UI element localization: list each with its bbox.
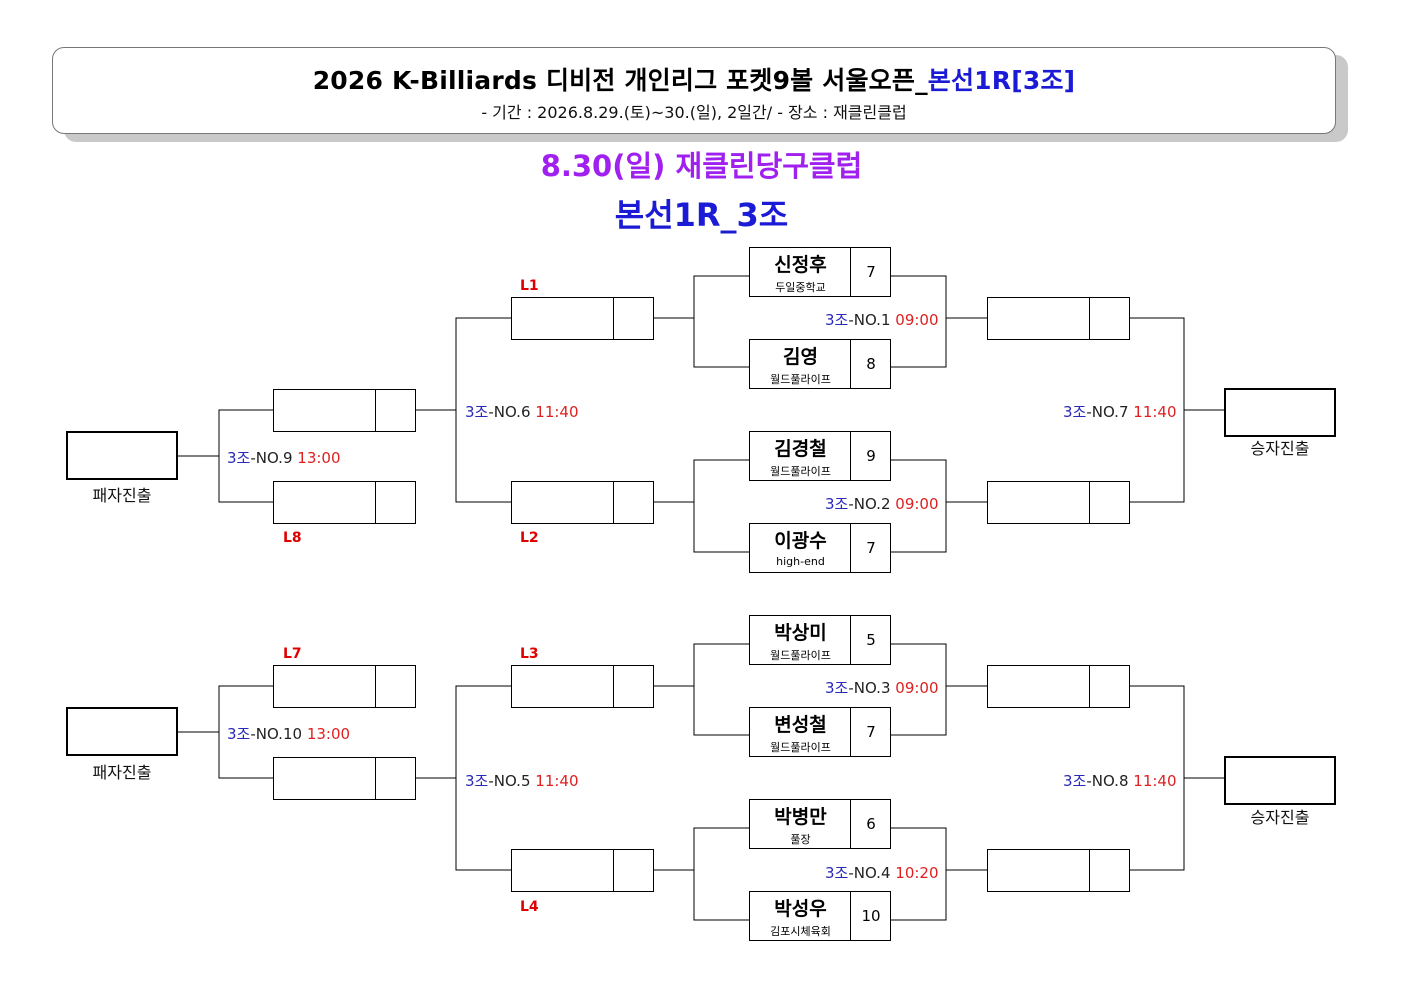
player-box: 박상미 월드풀라이프 5: [749, 615, 891, 665]
winner-slot: [987, 849, 1130, 892]
winner-advance-box: [1224, 388, 1336, 437]
player-club: 월드풀라이프: [770, 373, 831, 386]
date-venue: 8.30(일) 재클린당구클럽: [540, 149, 863, 183]
player-club: 풀장: [790, 833, 811, 846]
connector-match-2: [891, 459, 947, 553]
loser-label-l8: L8: [283, 530, 302, 546]
title-main: 2026 K-Billiards 디비전 개인리그 포켓9볼 서울오픈_: [312, 66, 928, 95]
player-box: 박병만 풀장 6: [749, 799, 891, 849]
player-club: 두일중학교: [775, 281, 826, 294]
connector-loser-4: [693, 827, 750, 921]
connector-loser-2: [693, 459, 750, 553]
match-label-4: 3조-NO.4 10:20: [825, 864, 939, 882]
loser-advance-label: 패자진출: [92, 486, 152, 505]
match-label-2: 3조-NO.2 09:00: [825, 495, 939, 513]
player-name: 박병만: [774, 806, 827, 828]
loser-advance-box: [66, 431, 178, 480]
loser-slot: [511, 665, 654, 708]
match-label-8: 3조-NO.8 11:40: [1063, 772, 1177, 790]
player-club: high-end: [776, 555, 825, 568]
loser-slot: [511, 297, 654, 340]
winner-advance-label: 승자진출: [1250, 439, 1310, 458]
player-box: 김경철 월드풀라이프 9: [749, 431, 891, 481]
header-subtitle: - 기간 : 2026.8.29.(토)~30.(일), 2일간/ - 장소 :…: [481, 103, 907, 122]
player-name: 김영: [783, 346, 818, 368]
player-score: 8: [866, 355, 876, 373]
match-label-9: 3조-NO.9 13:00: [227, 449, 341, 467]
player-box: 이광수 high-end 7: [749, 523, 891, 573]
winner-slot: [987, 481, 1130, 524]
loser-advance-label: 패자진출: [92, 763, 152, 782]
loser-label-l2: L2: [520, 530, 539, 546]
loser-slot: [273, 481, 416, 524]
player-name: 변성철: [774, 714, 827, 736]
loser-slot: [273, 665, 416, 708]
player-name: 박성우: [774, 898, 827, 920]
winner-advance-label: 승자진출: [1250, 808, 1310, 827]
player-box: 김영 월드풀라이프 8: [749, 339, 891, 389]
match-label-6: 3조-NO.6 11:40: [465, 403, 579, 421]
player-club: 월드풀라이프: [770, 741, 831, 754]
loser-slot: [511, 849, 654, 892]
match-label-1: 3조-NO.1 09:00: [825, 311, 939, 329]
player-name: 김경철: [774, 438, 827, 460]
match-label-5: 3조-NO.5 11:40: [465, 772, 579, 790]
loser-slot: [273, 389, 416, 432]
winner-advance-box: [1224, 756, 1336, 805]
player-name: 박상미: [774, 622, 827, 644]
player-score: 5: [866, 631, 876, 649]
winner-slot: [987, 665, 1130, 708]
loser-label-l1: L1: [520, 278, 539, 294]
connector-match-3: [891, 643, 947, 736]
loser-slot: [273, 757, 416, 800]
group-title: 본선1R_3조: [614, 196, 789, 234]
connector-match-1: [891, 275, 947, 368]
connector-match-4: [891, 827, 947, 921]
player-score: 7: [866, 539, 876, 557]
match-label-3: 3조-NO.3 09:00: [825, 679, 939, 697]
player-box: 박성우 김포시체육회 10: [749, 891, 891, 941]
player-club: 월드풀라이프: [770, 465, 831, 478]
player-name: 신정후: [774, 254, 827, 276]
player-score: 10: [861, 907, 881, 925]
connector-loser-1: [693, 275, 750, 368]
player-score: 9: [866, 447, 876, 465]
player-box: 변성철 월드풀라이프 7: [749, 707, 891, 757]
player-score: 6: [866, 815, 876, 833]
match-label-7: 3조-NO.7 11:40: [1063, 403, 1177, 421]
loser-label-l7: L7: [283, 646, 302, 662]
connector-loser-3: [693, 643, 750, 736]
winner-slot: [987, 297, 1130, 340]
player-box: 신정후 두일중학교 7: [749, 247, 891, 297]
loser-advance-box: [66, 707, 178, 756]
player-name: 이광수: [774, 530, 827, 552]
match-label-10: 3조-NO.10 13:00: [227, 725, 351, 743]
player-score: 7: [866, 723, 876, 741]
loser-slot: [511, 481, 654, 524]
header-box: 2026 K-Billiards 디비전 개인리그 포켓9볼 서울오픈_본선1R…: [52, 47, 1336, 134]
loser-label-l4: L4: [520, 899, 539, 915]
player-score: 7: [866, 263, 876, 281]
title-highlight: 본선1R[3조]: [927, 66, 1076, 95]
player-club: 월드풀라이프: [770, 649, 831, 662]
player-club: 김포시체육회: [770, 925, 831, 938]
loser-label-l3: L3: [520, 646, 539, 662]
header-title: 2026 K-Billiards 디비전 개인리그 포켓9볼 서울오픈_본선1R…: [53, 61, 1335, 97]
